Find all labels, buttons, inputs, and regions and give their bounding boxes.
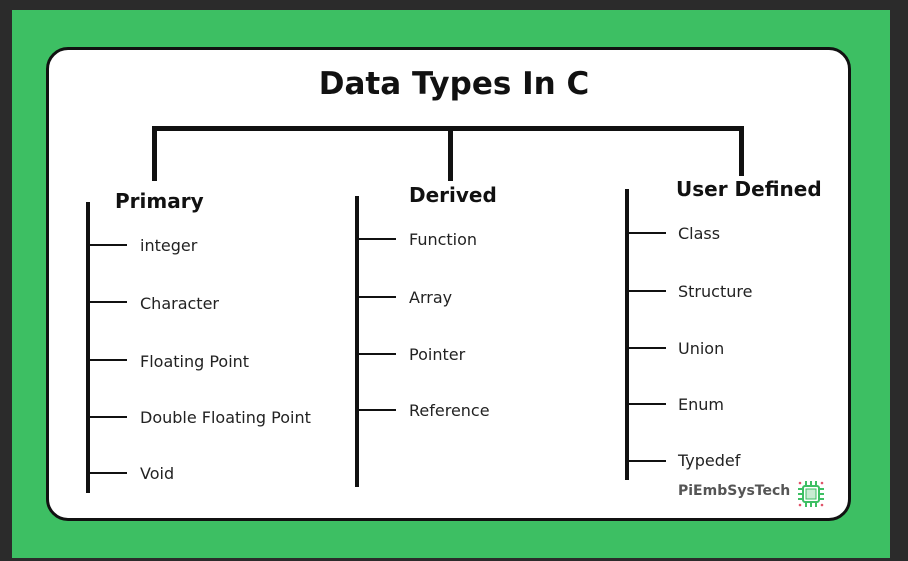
item-function: Function xyxy=(409,230,478,249)
branch-spine-primary xyxy=(86,202,90,493)
chip-icon xyxy=(796,479,826,509)
item-connector xyxy=(358,296,396,298)
branch-title-user-defined: User Defined xyxy=(676,177,822,201)
branch-spine-user-defined xyxy=(625,189,629,480)
item-void: Void xyxy=(140,464,175,483)
item-connector xyxy=(358,238,396,240)
connector-drop-derived xyxy=(448,126,453,181)
item-connector xyxy=(89,359,127,361)
item-connector xyxy=(89,301,127,303)
item-connector xyxy=(89,472,127,474)
item-typedef: Typedef xyxy=(678,451,741,470)
item-connector xyxy=(628,232,666,234)
item-connector xyxy=(628,460,666,462)
item-pointer: Pointer xyxy=(409,345,466,364)
item-floating-point: Floating Point xyxy=(140,352,250,371)
item-connector xyxy=(628,290,666,292)
item-reference: Reference xyxy=(409,401,490,420)
connector-drop-primary xyxy=(152,126,157,181)
branch-title-primary: Primary xyxy=(115,189,204,213)
item-class: Class xyxy=(678,224,721,243)
item-integer: integer xyxy=(140,236,198,255)
branch-title-derived: Derived xyxy=(409,183,497,207)
item-array: Array xyxy=(409,288,453,307)
item-structure: Structure xyxy=(678,282,753,301)
brand-text: PiEmbSysTech xyxy=(678,483,791,499)
item-double-floating-point: Double Floating Point xyxy=(140,408,311,427)
item-connector xyxy=(89,416,127,418)
item-enum: Enum xyxy=(678,395,724,414)
item-connector xyxy=(628,403,666,405)
item-connector xyxy=(89,244,127,246)
connector-drop-user-defined xyxy=(739,126,744,176)
item-connector xyxy=(628,347,666,349)
item-union: Union xyxy=(678,339,725,358)
item-connector xyxy=(358,409,396,411)
branch-spine-derived xyxy=(355,196,359,487)
item-character: Character xyxy=(140,294,219,313)
item-connector xyxy=(358,353,396,355)
diagram-title: Data Types In C xyxy=(318,66,590,102)
